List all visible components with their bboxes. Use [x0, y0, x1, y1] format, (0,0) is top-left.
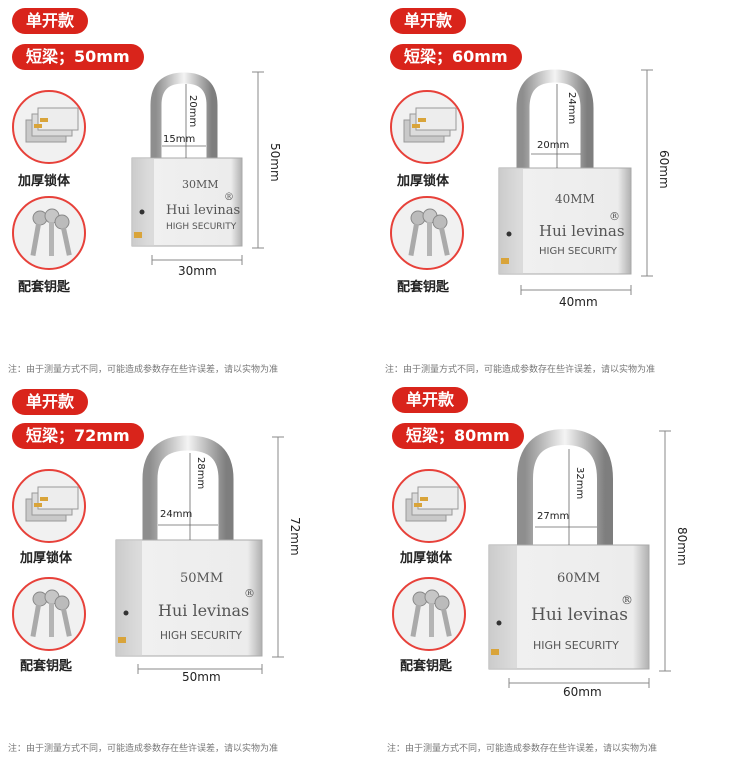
product-panel-80mm: 单开款 短梁；80mm 加厚锁体 配套钥匙 [375, 387, 750, 774]
shackle-height-label: 24mm [566, 92, 577, 125]
shackle-width-label: 20mm [537, 140, 570, 151]
spec-tag: 短梁；72mm [12, 423, 144, 449]
style-tag: 单开款 [12, 389, 89, 415]
spec-tag: 短梁；50mm [12, 44, 144, 70]
registered-mark: ® [609, 210, 620, 223]
style-tag: 单开款 [392, 387, 469, 413]
security-engraving: HIGH SECURITY [539, 246, 617, 257]
brand-engraving: Hui levinas [166, 203, 241, 218]
keys-caption: 配套钥匙 [18, 280, 71, 295]
measurement-note: 注：由于测量方式不同，可能造成参数存在些许误差，请以实物为准 [387, 744, 658, 754]
security-engraving: HIGH SECURITY [166, 222, 237, 232]
lock-body-thumbnail [390, 90, 464, 164]
body-width-label: 30mm [178, 264, 217, 278]
spec-tag: 短梁；60mm [390, 44, 522, 70]
total-height-label: 72mm [288, 517, 302, 556]
keys-thumbnail [12, 577, 86, 651]
body-caption: 加厚锁体 [18, 174, 71, 189]
lock-size-engraving: 60MM [557, 571, 601, 586]
lock-size-engraving: 40MM [555, 192, 595, 206]
body-width-label: 60mm [563, 685, 602, 699]
keys-icon [408, 208, 450, 257]
product-panel-50mm: 单开款 短梁；50mm 加厚锁体 配套钥匙 [0, 0, 375, 387]
lock-body-thumbnail [12, 469, 86, 543]
body-width-label: 50mm [182, 670, 221, 684]
registered-mark: ® [244, 587, 255, 600]
keys-caption: 配套钥匙 [400, 659, 453, 674]
padlock-illustration [131, 71, 264, 265]
keys-icon [30, 208, 72, 257]
lock-body-icon [25, 486, 79, 522]
shackle-height-label: 32mm [574, 467, 585, 500]
total-height-label: 80mm [675, 527, 689, 566]
keys-thumbnail [390, 196, 464, 270]
lock-size-engraving: 30MM [182, 178, 219, 191]
keys-caption: 配套钥匙 [20, 659, 73, 674]
shackle-width-label: 27mm [537, 511, 570, 522]
registered-mark: ® [621, 593, 633, 607]
brand-engraving: Hui levinas [539, 222, 625, 240]
keys-caption: 配套钥匙 [397, 280, 450, 295]
measurement-note: 注：由于测量方式不同，可能造成参数存在些许误差，请以实物为准 [8, 744, 279, 754]
security-engraving: HIGH SECURITY [160, 630, 242, 642]
measurement-note: 注：由于测量方式不同，可能造成参数存在些许误差，请以实物为准 [8, 365, 279, 375]
body-caption: 加厚锁体 [397, 174, 450, 189]
padlock-illustration [498, 69, 653, 295]
security-engraving: HIGH SECURITY [533, 639, 619, 652]
registered-mark: ® [224, 192, 234, 203]
product-panel-72mm: 单开款 短梁；72mm 加厚锁体 配套钥匙 [0, 387, 375, 774]
total-height-label: 60mm [657, 150, 671, 189]
shackle-height-label: 20mm [187, 95, 198, 128]
product-panel-60mm: 单开款 短梁；60mm 加厚锁体 配套钥匙 [375, 0, 750, 387]
keys-thumbnail [392, 577, 466, 651]
shackle-width-label: 15mm [163, 134, 196, 145]
style-tag: 单开款 [390, 8, 467, 34]
padlock-illustration [115, 435, 284, 674]
lock-body-thumbnail [12, 90, 86, 164]
brand-engraving: Hui levinas [158, 601, 250, 620]
shackle-height-label: 28mm [195, 457, 206, 490]
lock-body-icon [25, 107, 79, 143]
lock-body-icon [403, 107, 457, 143]
spec-tag: 短梁；80mm [392, 423, 524, 449]
total-height-label: 50mm [268, 143, 282, 182]
keys-thumbnail [12, 196, 86, 270]
keys-icon [30, 589, 72, 638]
style-tag: 单开款 [12, 8, 89, 34]
lock-body-thumbnail [392, 469, 466, 543]
lock-body-icon [405, 486, 459, 522]
body-width-label: 40mm [559, 295, 598, 309]
shackle-width-label: 24mm [160, 509, 193, 520]
keys-icon [410, 589, 452, 638]
body-caption: 加厚锁体 [400, 551, 453, 566]
padlock-illustration [488, 428, 671, 688]
brand-engraving: Hui levinas [531, 605, 628, 625]
body-caption: 加厚锁体 [20, 551, 73, 566]
lock-size-engraving: 50MM [180, 571, 224, 586]
measurement-note: 注：由于测量方式不同，可能造成参数存在些许误差，请以实物为准 [385, 365, 656, 375]
